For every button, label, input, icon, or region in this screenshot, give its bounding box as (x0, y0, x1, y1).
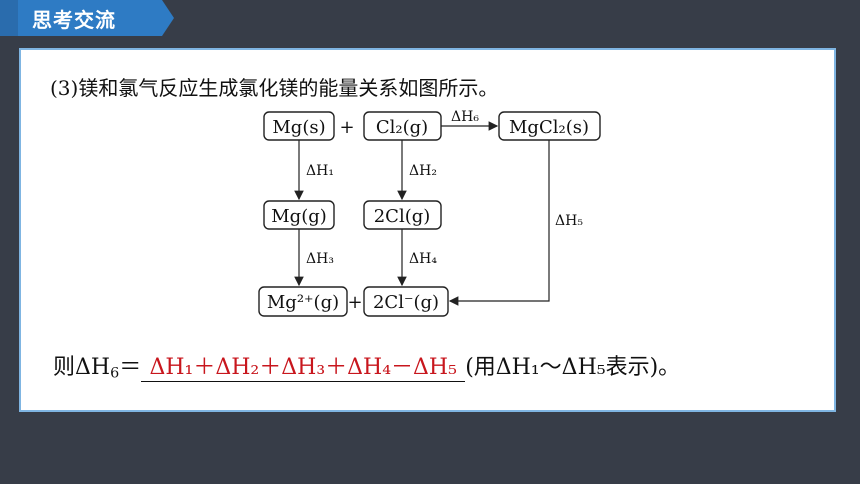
box-2cl-g-label: 2Cl(g) (374, 206, 431, 227)
label-dh5: ΔH₅ (555, 213, 583, 229)
answer-prefix: 则ΔH (53, 355, 111, 380)
box-mg2plus-g (258, 286, 348, 317)
box-mgcl2-s-label: MgCl₂(s) (509, 117, 589, 138)
section-tag-label: 思考交流 (32, 8, 116, 32)
answer-blank-filled: ΔH₁＋ΔH₂＋ΔH₃＋ΔH₄－ΔH₅ (141, 349, 466, 382)
arrow-dh5 (448, 140, 550, 306)
label-dh2: ΔH₂ (409, 163, 437, 179)
label-dh6: ΔH₆ (451, 109, 479, 125)
label-dh1: ΔH₁ (306, 163, 334, 179)
plus-bottom: + (347, 292, 362, 313)
box-mg-s-label: Mg(s) (272, 117, 325, 138)
answer-suffix: (用ΔH₁～ΔH₅表示)。 (465, 355, 681, 380)
box-cl2-g-label: Cl₂(g) (376, 117, 428, 138)
section-tag: 思考交流 (0, 0, 176, 36)
plus-top: + (339, 117, 354, 138)
box-mg2plus-g-label: Mg²⁺(g) (267, 292, 339, 313)
box-2clminus-g (363, 286, 449, 317)
answer-line: 则ΔH6＝ΔH₁＋ΔH₂＋ΔH₃＋ΔH₄－ΔH₅(用ΔH₁～ΔH₅表示)。 (53, 349, 680, 382)
answer-equals: ＝ (119, 355, 142, 380)
label-dh4: ΔH₄ (409, 251, 437, 267)
label-dh3: ΔH₃ (306, 251, 334, 267)
tag-banner-shape (0, 0, 174, 36)
question-text: (3)镁和氯气反应生成氯化镁的能量关系如图所示。 (50, 76, 499, 100)
box-2clminus-g-label: 2Cl⁻(g) (373, 292, 439, 313)
box-mg-g-label: Mg(g) (271, 206, 327, 227)
energy-diagram: Mg(s) + Cl₂(g) MgCl₂(s) Mg(g) 2Cl(g) Mg²… (258, 109, 601, 317)
answer-prefix-sub: 6 (110, 365, 120, 382)
content-panel: (3)镁和氯气反应生成氯化镁的能量关系如图所示。 Mg(s) + Cl₂(g) … (19, 48, 836, 412)
